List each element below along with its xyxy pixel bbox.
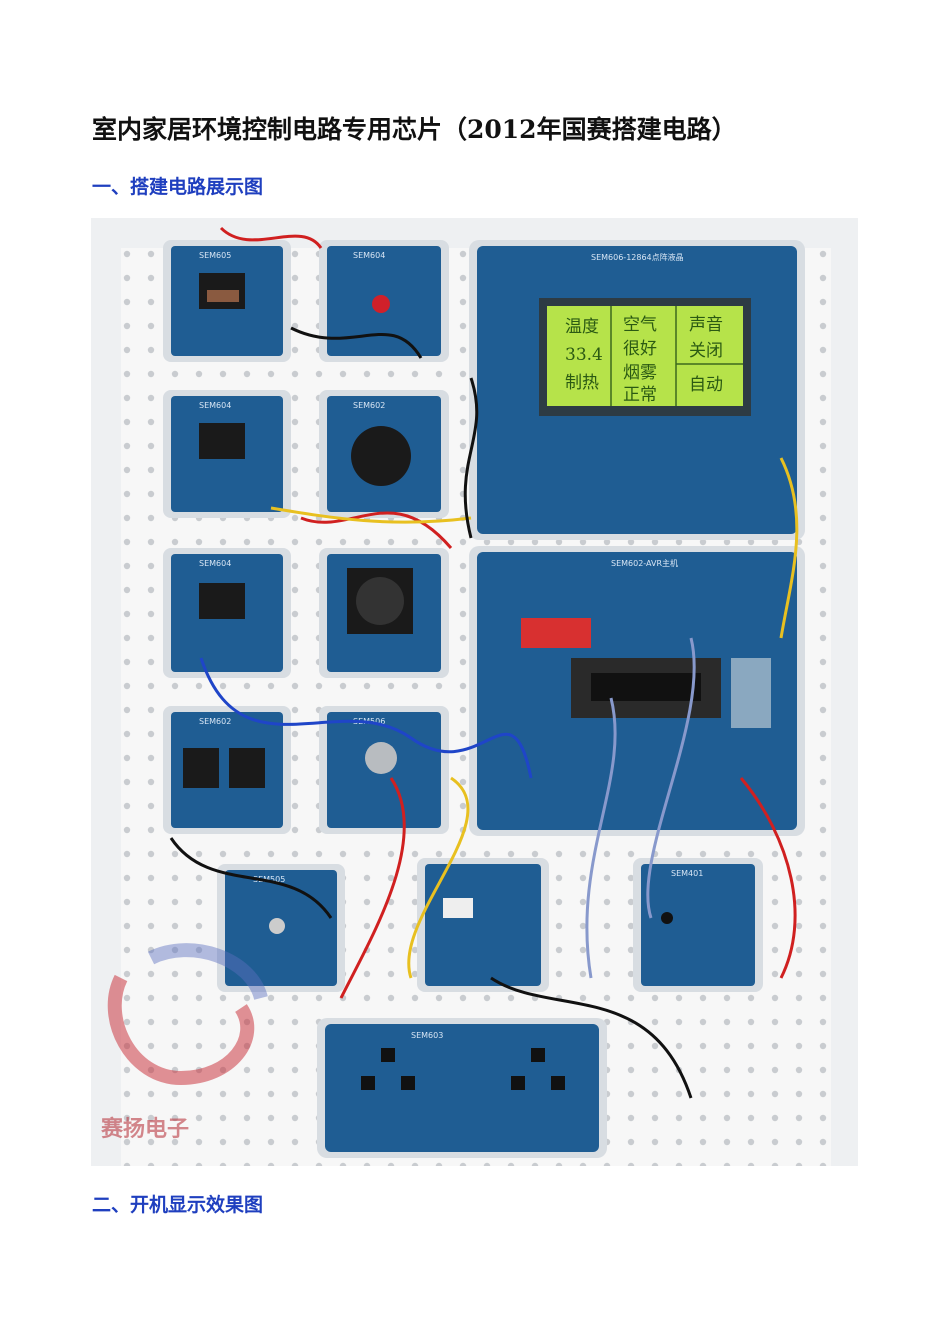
board-sem604-top: SEM604 [319, 240, 449, 362]
board-label: SEM603 [411, 1031, 443, 1040]
watermark-logo: 赛扬电子 [100, 943, 268, 1142]
board-label: SEM602-AVR主机 [611, 558, 678, 568]
board-fan [319, 548, 449, 678]
board-label: SEM602 [199, 717, 231, 726]
lcd-cell: 33.4 [565, 345, 603, 365]
board-temperature [417, 858, 549, 992]
lcd-cell: 空气 [623, 315, 657, 335]
board-label: SEM606-12864点阵液晶 [591, 252, 684, 262]
page-title: 室内家居环境控制电路专用芯片（2012年国赛搭建电路） [92, 115, 737, 144]
board-sem603-keypad: SEM603 [317, 1018, 607, 1158]
lcd-cell: 温度 [565, 317, 599, 337]
lcd-cell: 很好 [623, 339, 657, 359]
board-label: SEM604 [353, 251, 385, 260]
board-label: SEM604 [199, 559, 231, 568]
board-sem604-left-2: SEM604 [163, 390, 291, 518]
board-label: SEM605 [199, 251, 231, 260]
board-label: SEM505 [253, 875, 285, 884]
circuit-photo: SEM605 SEM604 SEM606-12864点阵液晶 温度 空气 声音 … [91, 218, 858, 1166]
lcd-cell: 正常 [623, 385, 657, 405]
lcd-screen [547, 306, 743, 406]
board-lcd-module: SEM606-12864点阵液晶 温度 空气 声音 33.4 很好 关闭 制热 … [469, 240, 805, 540]
section-heading-circuit-photo: 一、搭建电路展示图 [92, 176, 264, 198]
board-label: SEM401 [671, 869, 703, 878]
board-label: SEM604 [199, 401, 231, 410]
board-sem506-sensor: SEM506 [319, 706, 449, 834]
board-avr-main: SEM602-AVR主机 [469, 546, 805, 836]
watermark-text: 赛扬电子 [100, 1116, 189, 1142]
board-sem602-motor: SEM602 [319, 390, 449, 518]
board-sem602-relays: SEM602 [163, 706, 291, 834]
board-sem401: SEM401 [633, 858, 763, 992]
lcd-cell: 关闭 [689, 341, 723, 361]
board-sem505: SEM505 [217, 864, 345, 992]
board-sem605-top-left: SEM605 [163, 240, 291, 362]
lcd-cell: 声音 [689, 315, 723, 335]
lcd-cell: 烟雾 [623, 363, 657, 383]
lcd-cell: 制热 [565, 373, 599, 393]
board-label: SEM602 [353, 401, 385, 410]
wires [169, 226, 799, 1099]
lcd-cell: 自动 [689, 375, 723, 395]
board-sem604-left-3: SEM604 [163, 548, 291, 678]
section-heading-startup-display: 二、开机显示效果图 [92, 1194, 264, 1216]
circuit-photo-illustration: SEM605 SEM604 SEM606-12864点阵液晶 温度 空气 声音 … [100, 226, 831, 1166]
